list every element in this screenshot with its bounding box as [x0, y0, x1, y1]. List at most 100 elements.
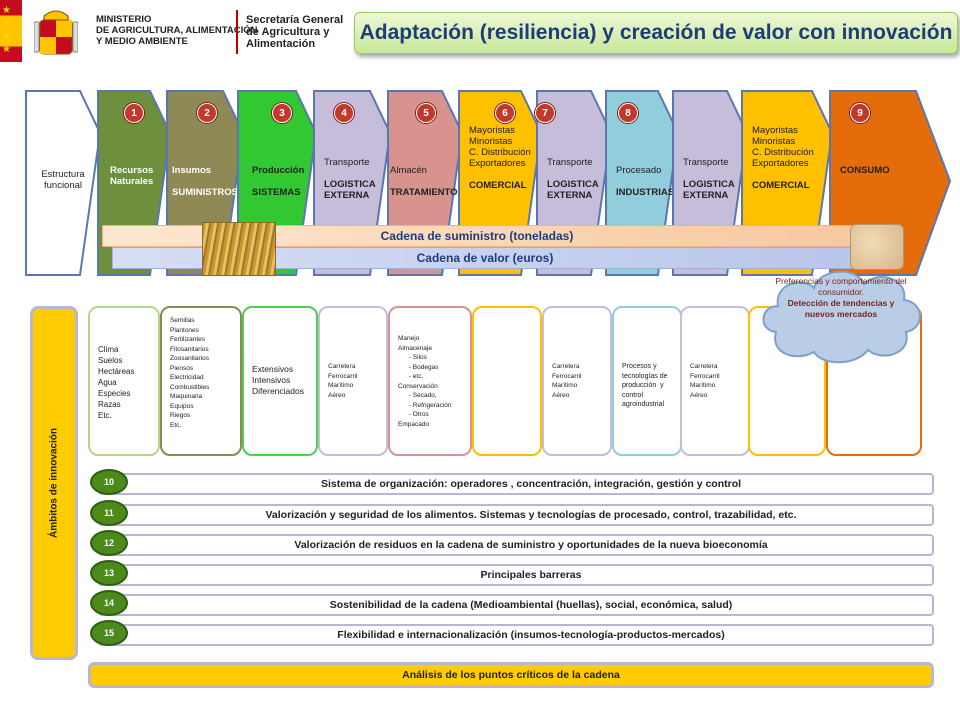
- stage-label-line: INDUSTRIAS: [616, 187, 675, 198]
- eu-stars-icon: ★★★★: [2, 5, 11, 55]
- wheat-image: [202, 222, 276, 276]
- innovation-box-text: Carretera Ferrocarril Marítimo Aéreo: [552, 363, 582, 399]
- innovation-row: Sostenibilidad de la cadena (Medioambien…: [98, 594, 934, 616]
- stage-label-line: Naturales: [110, 176, 154, 187]
- stage-label-line: Exportadores: [469, 158, 526, 169]
- innovation-box-2: Semillas Plantones Fertilizantes Fitosan…: [160, 306, 242, 456]
- value-chain-bar: Cadena de valor (euros): [112, 247, 858, 269]
- stage-number-badge: 3: [272, 103, 292, 123]
- innovation-row-number: 12: [92, 532, 126, 554]
- innovation-areas-text: Ámbitos de innovación: [48, 427, 60, 539]
- spain-flag-stripe: [0, 0, 22, 62]
- innovation-row-text: Flexibilidad e internacionalización (ins…: [337, 629, 725, 641]
- stage-label-line: Procesado: [616, 165, 662, 176]
- critical-points-analysis: Análisis de los puntos críticos de la ca…: [88, 662, 934, 688]
- innovation-row-text: Principales barreras: [480, 569, 582, 581]
- innovation-box-4: Carretera Ferrocarril Marítimo Aéreo: [318, 306, 388, 456]
- innovation-row-text: Sostenibilidad de la cadena (Medioambien…: [329, 599, 733, 611]
- stage-label-line: SISTEMAS: [252, 187, 301, 198]
- stage-label-line: Insumos: [172, 165, 212, 176]
- stage-label-line: Estructura: [41, 169, 85, 180]
- innovation-row-text: Sistema de organización: operadores , co…: [320, 478, 742, 490]
- innovation-box-5: Manejo Almacenaje - Silos - Bodegas - et…: [388, 306, 472, 456]
- stage-label-line: [324, 168, 380, 179]
- stage-number-badge: 5: [416, 103, 436, 123]
- stage-number-badge: 9: [850, 103, 870, 123]
- stage-label-line: [252, 176, 310, 187]
- innovation-box-9: Carretera Ferrocarril Marítimo Aéreo: [680, 306, 750, 456]
- stage-label-line: Producción: [252, 165, 305, 176]
- innovation-box-8: Procesos y tecnologías de producción y c…: [612, 306, 682, 456]
- stage-label-line: Recursos: [110, 165, 154, 176]
- stage-number-badge: 6: [495, 103, 515, 123]
- stage-label-line: EXTERNA: [683, 190, 729, 201]
- stage-label-line: CONSUMO: [840, 165, 890, 176]
- stage-label-line: LOGISTICA: [683, 179, 735, 190]
- innovation-row: Sistema de organización: operadores , co…: [98, 473, 934, 495]
- innovation-row: Principales barreras: [98, 564, 934, 586]
- innovation-box-text: Carretera Ferrocarril Marítimo Aéreo: [690, 363, 720, 399]
- stage-label-line: Mayoristas: [469, 125, 515, 136]
- stage-label-line: Transporte: [683, 157, 729, 168]
- stage-label-line: C. Distribución: [752, 147, 814, 158]
- innovation-box-7: Carretera Ferrocarril Marítimo Aéreo: [542, 306, 612, 456]
- innovation-box-3: Extensivos Intensivos Diferenciados: [242, 306, 318, 456]
- stage-label-line: Exportadores: [752, 158, 809, 169]
- slide-title-text: Adaptación (resiliencia) y creación de v…: [359, 21, 953, 44]
- stage-label-line: SUMINISTROS: [172, 187, 238, 198]
- stage-label-line: EXTERNA: [547, 190, 593, 201]
- stage-label-line: funcional: [43, 180, 83, 191]
- stage-label-line: [616, 176, 668, 187]
- innovation-row-number: 11: [92, 502, 126, 524]
- stage-label-line: [390, 176, 444, 187]
- stage-label: CONSUMO: [840, 165, 926, 176]
- ministry-name: MINISTERIO DE AGRICULTURA, ALIMENTACIÓN …: [96, 14, 258, 47]
- stage-number-badge: 1: [124, 103, 144, 123]
- header-divider: [236, 10, 238, 54]
- value-chain-label: Cadena de valor (euros): [416, 251, 554, 265]
- innovation-box-text: Clima Suelos Hectáreas Agua Especies Raz…: [98, 345, 135, 420]
- stage-label-line: Minoristas: [469, 136, 513, 147]
- innovation-row: Valorización y seguridad de los alimento…: [98, 504, 934, 526]
- stage-number-badge: 2: [197, 103, 217, 123]
- cloud-line-2: Detección de tendencias y nuevos mercado…: [787, 298, 895, 319]
- innovation-row-number: 15: [92, 622, 126, 644]
- bread-image: [850, 224, 904, 270]
- supply-chain-label: Cadena de suministro (toneladas): [380, 229, 574, 243]
- innovation-row: Flexibilidad e internacionalización (ins…: [98, 624, 934, 646]
- innovation-box-1: Clima Suelos Hectáreas Agua Especies Raz…: [88, 306, 160, 456]
- secretaria-name: Secretaría General de Agricultura y Alim…: [246, 14, 344, 50]
- innovation-box-text: Carretera Ferrocarril Marítimo Aéreo: [328, 363, 358, 399]
- stage-label-line: COMERCIAL: [752, 180, 810, 191]
- stage-label-line: C. Distribución: [469, 147, 531, 158]
- innovation-box-text: Extensivos Intensivos Diferenciados: [252, 364, 304, 396]
- stage-label-line: [683, 168, 737, 179]
- innovation-row-number: 13: [92, 562, 126, 584]
- innovation-areas-label: Ámbitos de innovación: [30, 306, 78, 660]
- innovation-box-text: Manejo Almacenaje - Silos - Bodegas - et…: [398, 335, 452, 428]
- stage-label-line: [172, 176, 228, 187]
- innovation-row-number: 10: [92, 471, 126, 493]
- consumer-cloud-text: Preferencias y comportamiento del consum…: [774, 276, 908, 320]
- stage-number-badge: 8: [618, 103, 638, 123]
- stage-label-line: COMERCIAL: [469, 180, 527, 191]
- innovation-box-text: Semillas Plantones Fertilizantes Fitosan…: [170, 317, 210, 429]
- stage-label-line: Almacén: [390, 165, 427, 176]
- stage-number-badge: 4: [334, 103, 354, 123]
- stage-label-line: [469, 169, 531, 180]
- stage-label-line: LOGISTICA: [547, 179, 599, 190]
- stage-number-badge: 7: [535, 103, 555, 123]
- stage-label-line: Transporte: [324, 157, 370, 168]
- innovation-row: Valorización de residuos en la cadena de…: [98, 534, 934, 556]
- stage-label-line: Minoristas: [752, 136, 796, 147]
- coat-of-arms-icon: [34, 10, 78, 55]
- critical-points-text: Análisis de los puntos críticos de la ca…: [402, 669, 620, 681]
